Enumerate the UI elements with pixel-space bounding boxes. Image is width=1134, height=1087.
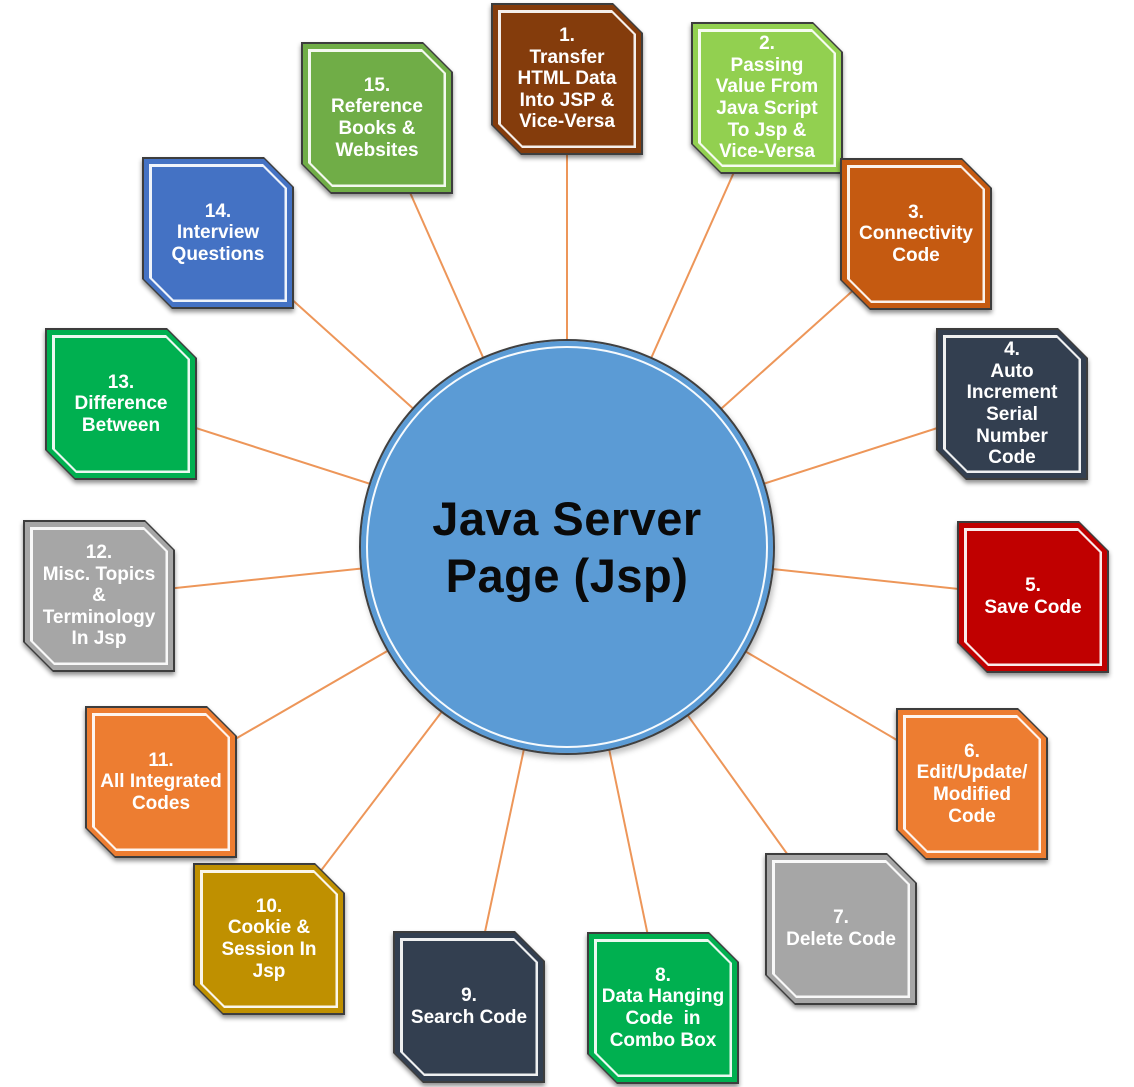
node-inner-fill — [597, 942, 730, 1075]
topic-number: 1. — [559, 24, 575, 46]
topic-node-label: 2.Passing Value From Java Script To Jsp … — [699, 30, 835, 166]
topic-node-label: 1.Transfer HTML Data Into JSP & Vice-Ver… — [499, 11, 635, 147]
topic-number: 14. — [204, 200, 232, 222]
topic-node-7: 7.Delete Code — [765, 853, 917, 1005]
topic-node-label: 8.Data Hanging Code in Combo Box — [595, 940, 731, 1076]
topic-number: 3. — [908, 201, 924, 223]
topic-node-label: 9.Search Code — [401, 939, 537, 1075]
topic-node-15: 15.Reference Books & Websites — [301, 42, 453, 194]
topic-node-3: 3.Connectivity Code — [840, 158, 992, 310]
node-inner-fill — [203, 873, 336, 1006]
node-inner-fill — [501, 13, 634, 146]
topic-node-2: 2.Passing Value From Java Script To Jsp … — [691, 22, 843, 174]
topic-node-1: 1.Transfer HTML Data Into JSP & Vice-Ver… — [491, 3, 643, 155]
topic-text: Connectivity Code — [858, 223, 974, 266]
topic-text: Auto Increment Serial Number Code — [966, 360, 1058, 469]
node-inner-fill — [403, 941, 536, 1074]
topic-node-14: 14.Interview Questions — [142, 157, 294, 309]
topic-number: 5. — [1025, 575, 1041, 597]
topic-number: 13. — [107, 371, 135, 393]
center-topic: Java Server Page (Jsp) — [359, 339, 775, 755]
topic-node-10: 10.Cookie & Session In Jsp — [193, 863, 345, 1015]
topic-number: 9. — [461, 985, 477, 1007]
topic-node-4: 4.Auto Increment Serial Number Code — [936, 328, 1088, 480]
topic-node-label: 6.Edit/Update/ Modified Code — [904, 716, 1040, 852]
topic-number: 2. — [759, 33, 775, 55]
topic-node-13: 13.Difference Between — [45, 328, 197, 480]
node-inner-fill — [906, 718, 1039, 851]
topic-node-label: 10.Cookie & Session In Jsp — [201, 871, 337, 1007]
node-inner-fill — [850, 168, 983, 301]
topic-text: Transfer HTML Data Into JSP & Vice-Versa — [517, 46, 617, 133]
topic-node-label: 13.Difference Between — [53, 336, 189, 472]
topic-number: 15. — [363, 74, 391, 96]
node-inner-fill — [967, 531, 1100, 664]
topic-number: 7. — [833, 907, 849, 929]
topic-text: Interview Questions — [171, 222, 265, 265]
topic-text: Passing Value From Java Script To Jsp & … — [715, 54, 819, 163]
node-inner-fill — [55, 338, 188, 471]
topic-node-8: 8.Data Hanging Code in Combo Box — [587, 932, 739, 1084]
topic-node-label: 7.Delete Code — [773, 861, 909, 997]
topic-number: 8. — [655, 964, 671, 986]
topic-text: Search Code — [410, 1007, 528, 1028]
topic-text: Cookie & Session In Jsp — [221, 917, 317, 982]
topic-node-12: 12.Misc. Topics & Terminology In Jsp — [23, 520, 175, 672]
topic-text: Data Hanging Code in Combo Box — [601, 986, 725, 1051]
topic-number: 12. — [85, 541, 113, 563]
topic-text: Difference Between — [74, 393, 168, 436]
topic-number: 11. — [148, 749, 174, 771]
topic-text: Save Code — [984, 597, 1082, 618]
topic-node-6: 6.Edit/Update/ Modified Code — [896, 708, 1048, 860]
center-topic-label: Java Server Page (Jsp) — [432, 491, 702, 602]
topic-node-label: 11.All Integrated Codes — [93, 714, 229, 850]
topic-number: 10. — [255, 895, 283, 917]
topic-node-label: 4.Auto Increment Serial Number Code — [944, 336, 1080, 472]
topic-text: Edit/Update/ Modified Code — [916, 762, 1028, 827]
node-inner-fill — [95, 716, 228, 849]
topic-node-label: 15.Reference Books & Websites — [309, 50, 445, 186]
node-inner-fill — [775, 863, 908, 996]
topic-node-5: 5.Save Code — [957, 521, 1109, 673]
node-inner-fill — [33, 530, 166, 663]
node-inner-fill — [946, 338, 1079, 471]
node-inner-fill — [311, 52, 444, 185]
topic-text: All Integrated Codes — [100, 771, 222, 814]
topic-text: Delete Code — [786, 929, 896, 950]
topic-number: 4. — [1004, 339, 1020, 361]
topic-node-label: 14.Interview Questions — [150, 165, 286, 301]
topic-node-label: 12.Misc. Topics & Terminology In Jsp — [31, 528, 167, 664]
topic-node-11: 11.All Integrated Codes — [85, 706, 237, 858]
topic-node-label: 3.Connectivity Code — [848, 166, 984, 302]
node-inner-fill — [152, 167, 285, 300]
node-inner-fill — [701, 32, 834, 165]
topic-node-9: 9.Search Code — [393, 931, 545, 1083]
topic-node-label: 5.Save Code — [965, 529, 1101, 665]
topic-text: Reference Books & Websites — [331, 96, 423, 161]
topic-text: Misc. Topics & Terminology In Jsp — [42, 563, 156, 650]
topic-number: 6. — [964, 740, 980, 762]
